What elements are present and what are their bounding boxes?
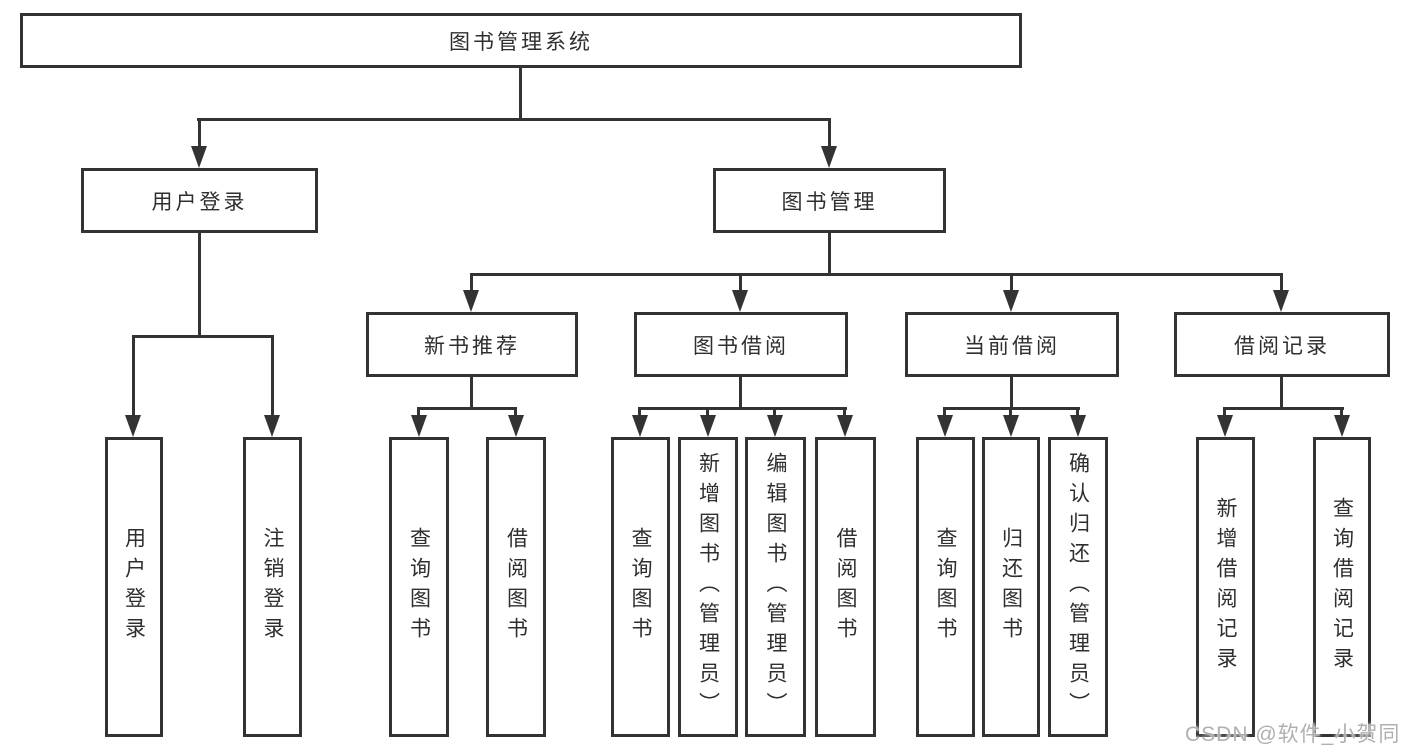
- connector-drop-book-mgmt: [828, 118, 831, 150]
- leaf-query-book-borrowing: 查询图书: [611, 437, 670, 737]
- connector-drop-borrow-book-borrow: [843, 407, 846, 417]
- arrow-down-icon: [1334, 415, 1350, 437]
- arrow-down-icon: [463, 290, 479, 312]
- connector-user-login-trunk: [198, 233, 201, 337]
- connector-drop-confirm-return: [1076, 407, 1079, 417]
- leaf-return-book: 归还图书: [982, 437, 1040, 737]
- arrow-down-icon: [1217, 415, 1233, 437]
- arrow-down-icon: [767, 415, 783, 437]
- leaf-borrow-book-borrowing: 借阅图书: [815, 437, 876, 737]
- connector-root-trunk: [519, 68, 522, 121]
- connector-drop-leaf-logout: [271, 335, 274, 418]
- node-current-borrowing: 当前借阅: [905, 312, 1119, 377]
- leaf-add-book-admin: 新增图书（管理员）: [678, 437, 738, 737]
- leaf-add-borrow-record: 新增借阅记录: [1196, 437, 1255, 737]
- connector-borrow-record-trunk: [1280, 377, 1283, 409]
- connector-drop-query-book-current: [943, 407, 946, 417]
- connector-drop-edit-book: [773, 407, 776, 417]
- arrow-down-icon: [191, 146, 207, 168]
- leaf-confirm-return-admin: 确认归还（管理员）: [1048, 437, 1108, 737]
- leaf-user-login: 用户登录: [105, 437, 163, 737]
- connector-drop-borrow-record: [1280, 273, 1283, 292]
- connector-drop-add-book: [706, 407, 709, 417]
- connector-book-mgmt-trunk: [828, 233, 831, 275]
- connector-drop-query-book-borrow: [638, 407, 641, 417]
- node-book-management: 图书管理: [713, 168, 946, 233]
- arrow-down-icon: [508, 415, 524, 437]
- arrow-down-icon: [1273, 290, 1289, 312]
- connector-drop-borrow-book-rec: [514, 407, 517, 417]
- connector-drop-return-book: [1009, 407, 1012, 417]
- connector-level3-rail: [470, 273, 1283, 276]
- connector-drop-add-record: [1223, 407, 1226, 417]
- node-user-login: 用户登录: [81, 168, 318, 233]
- connector-drop-current-borrow: [1010, 273, 1013, 292]
- connector-level2-rail: [197, 118, 831, 121]
- connector-drop-user-login: [198, 118, 201, 150]
- connector-book-borrow-trunk: [739, 377, 742, 409]
- arrow-down-icon: [1003, 415, 1019, 437]
- connector-drop-book-borrow: [739, 273, 742, 292]
- leaf-logout: 注销登录: [243, 437, 302, 737]
- arrow-down-icon: [1003, 290, 1019, 312]
- leaf-edit-book-admin: 编辑图书（管理员）: [745, 437, 806, 737]
- arrow-down-icon: [732, 290, 748, 312]
- connector-user-login-rail: [132, 335, 274, 338]
- leaf-query-borrow-record: 查询借阅记录: [1313, 437, 1371, 737]
- node-new-book-recommendation: 新书推荐: [366, 312, 578, 377]
- connector-new-book-rec-trunk: [470, 377, 473, 409]
- arrow-down-icon: [125, 415, 141, 437]
- arrow-down-icon: [700, 415, 716, 437]
- arrow-down-icon: [632, 415, 648, 437]
- leaf-query-book-current: 查询图书: [916, 437, 975, 737]
- leaf-query-book-recommendation: 查询图书: [389, 437, 449, 737]
- connector-borrow-record-rail: [1223, 407, 1344, 410]
- node-root: 图书管理系统: [20, 13, 1022, 68]
- leaf-borrow-book-recommendation: 借阅图书: [486, 437, 546, 737]
- connector-drop-new-book-rec: [470, 273, 473, 292]
- connector-new-book-rec-rail: [417, 407, 517, 410]
- connector-current-borrow-trunk: [1010, 377, 1013, 409]
- connector-book-borrow-rail: [638, 407, 847, 410]
- arrow-down-icon: [937, 415, 953, 437]
- node-borrowing-records: 借阅记录: [1174, 312, 1390, 377]
- arrow-down-icon: [837, 415, 853, 437]
- csdn-watermark: CSDN @软件_小贺同学: [1185, 723, 1401, 746]
- arrow-down-icon: [264, 415, 280, 437]
- connector-drop-leaf-user-login: [132, 335, 135, 418]
- arrow-down-icon: [821, 146, 837, 168]
- connector-drop-query-record: [1340, 407, 1343, 417]
- node-book-borrowing: 图书借阅: [634, 312, 848, 377]
- arrow-down-icon: [1070, 415, 1086, 437]
- arrow-down-icon: [411, 415, 427, 437]
- connector-drop-query-book-rec: [417, 407, 420, 417]
